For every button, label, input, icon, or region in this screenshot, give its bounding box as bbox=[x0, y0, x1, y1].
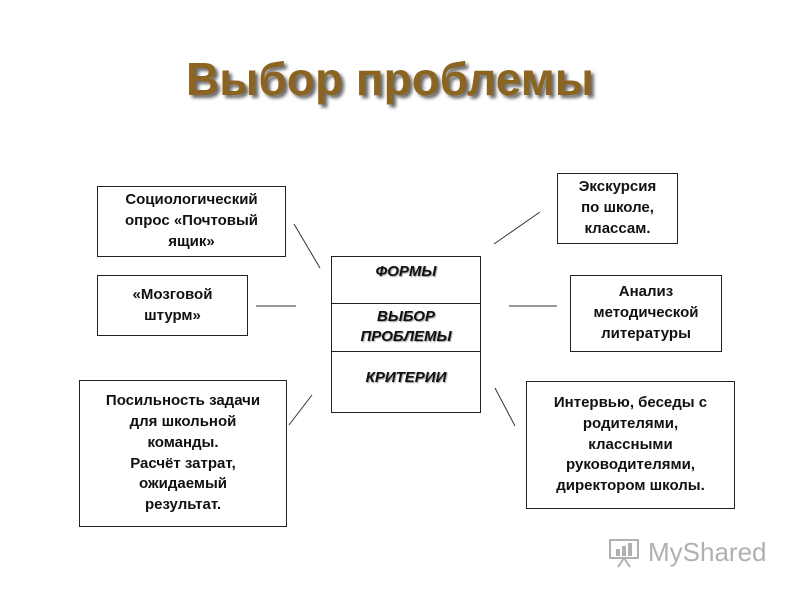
connector-survey bbox=[293, 223, 321, 269]
box-feasibility: Посильность задачи для школьной команды.… bbox=[79, 380, 287, 527]
box-brainstorm: «Мозговой штурм» bbox=[97, 275, 248, 336]
presentation-icon bbox=[609, 538, 639, 568]
center-criteria: КРИТЕРИИ bbox=[365, 369, 447, 386]
box-survey: Социологический опрос «Почтовый ящик» bbox=[97, 186, 286, 257]
connector-feasibility bbox=[288, 394, 313, 426]
connector-excursion bbox=[493, 211, 541, 245]
box-excursion: Экскурсия по школе, классам. bbox=[557, 173, 678, 244]
page-title: Выбор проблемы bbox=[185, 53, 595, 105]
center-forms: ФОРМЫ bbox=[332, 257, 480, 304]
box-analysis: Анализ методической литературы bbox=[570, 275, 722, 352]
center-box: ФОРМЫ ВЫБОР ПРОБЛЕМЫ КРИТЕРИИ bbox=[331, 256, 481, 413]
box-interview: Интервью, беседы с родителями, классными… bbox=[526, 381, 735, 509]
watermark-text: MyShared bbox=[648, 537, 767, 567]
center-choice: ВЫБОР ПРОБЛЕМЫ bbox=[332, 304, 480, 352]
connector-interview bbox=[494, 387, 516, 427]
watermark: MyShared bbox=[608, 537, 767, 568]
